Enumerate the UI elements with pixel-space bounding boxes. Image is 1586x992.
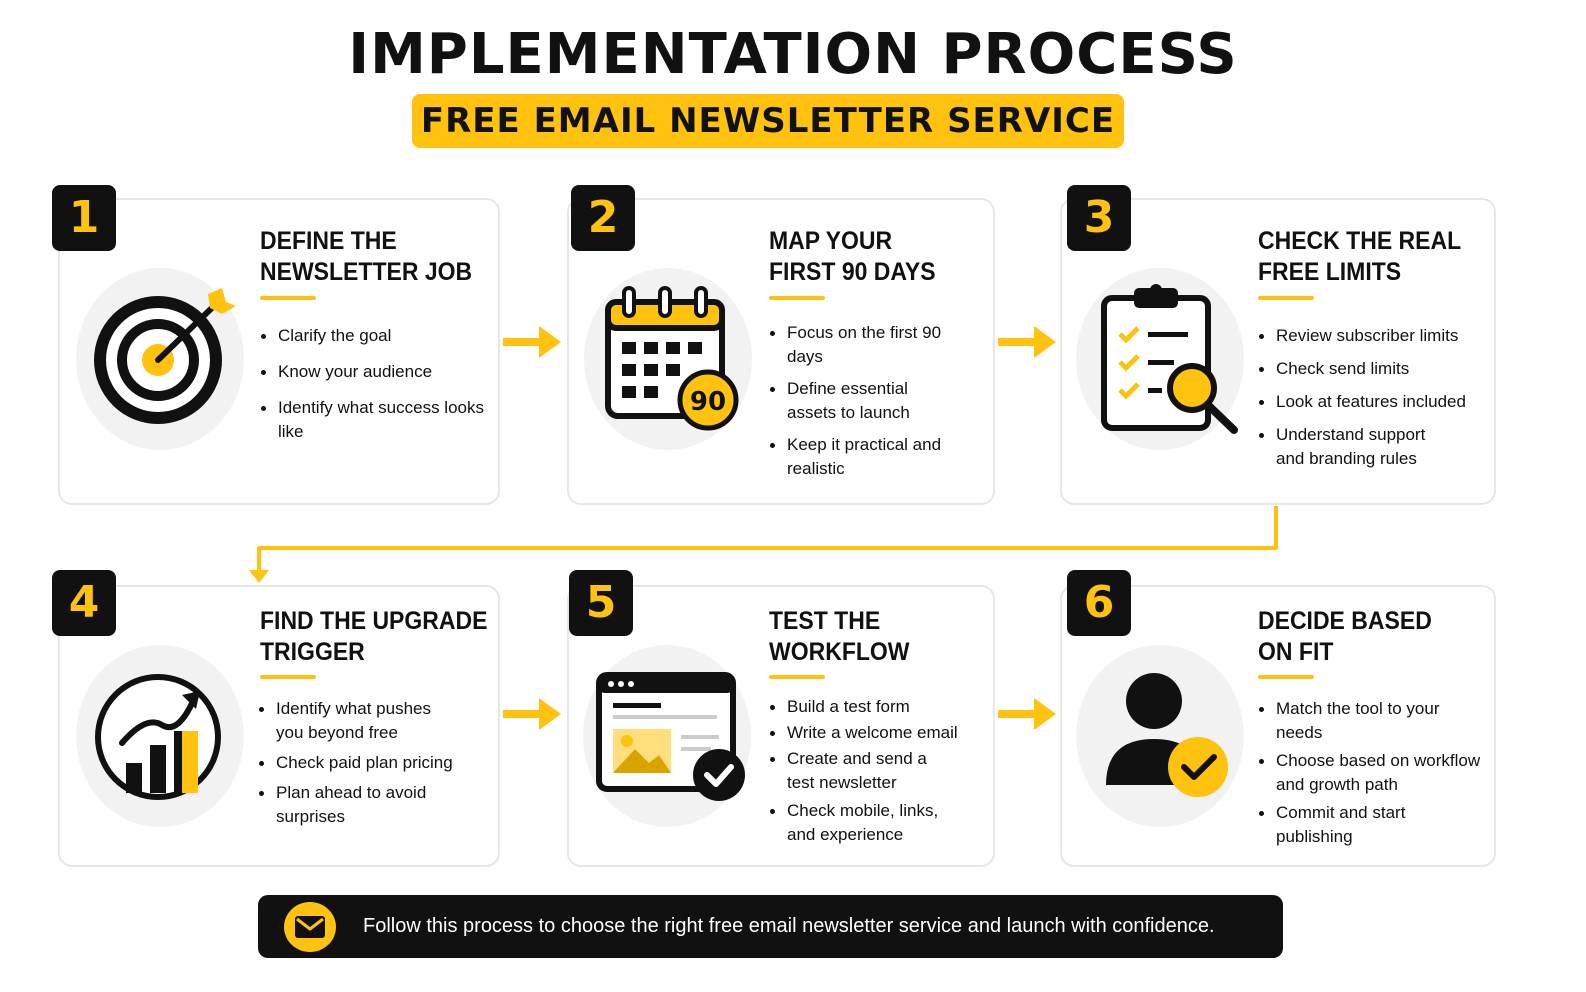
title-underline: [260, 296, 316, 300]
calendar-icon: 90: [584, 268, 752, 450]
title-underline: [1258, 675, 1314, 679]
bullet-item: Clarify the goal: [260, 324, 496, 348]
title-underline: [769, 675, 825, 679]
step-number-badge-2: 2: [571, 185, 635, 251]
bullet-item: Define essential assets to launch: [769, 377, 945, 425]
bullet-item: Create and send a test newsletter: [769, 747, 939, 795]
step-card-1: DEFINE THE NEWSLETTER JOB Clarify the go…: [58, 198, 500, 505]
step-number-badge-6: 6: [1067, 570, 1131, 636]
bullet-item: Match the tool to your needs: [1258, 697, 1458, 745]
step-title-1: DEFINE THE NEWSLETTER JOB: [260, 226, 472, 288]
bullet-item: Check mobile, links, and experience: [769, 799, 959, 847]
bullet-item: Focus on the first 90 days: [769, 321, 945, 369]
step-title-5-line-2: WORKFLOW: [769, 638, 910, 666]
user-check-icon: [1076, 645, 1244, 827]
step-title-1-line-2: NEWSLETTER JOB: [260, 258, 473, 286]
step-5-bullets: Build a test form Write a welcome email …: [769, 695, 984, 847]
step-card-6: DECIDE BASED ON FIT Match the tool to yo…: [1060, 585, 1496, 867]
step-card-3: CHECK THE REAL FREE LIMITS Review subscr…: [1060, 198, 1496, 505]
browser-check-icon: [583, 645, 751, 827]
footer-text: Follow this process to choose the right …: [363, 915, 1215, 937]
bullet-item: Identify what pushes you beyond free: [258, 697, 458, 745]
step-3-bullets: Review subscriber limits Check send limi…: [1258, 324, 1488, 471]
growth-chart-icon: [76, 645, 244, 827]
bullet-item: Identify what success looks like: [260, 396, 496, 444]
bullet-item: Choose based on workflow and growth path: [1258, 749, 1488, 797]
step-title-6-line-1: DECIDE BASED: [1258, 607, 1432, 635]
step-title-3: CHECK THE REAL FREE LIMITS: [1258, 226, 1470, 288]
step-title-4-line-1: FIND THE UPGRADE: [260, 607, 488, 635]
step-title-6: DECIDE BASED ON FIT: [1258, 606, 1470, 668]
bullet-item: Check paid plan pricing: [258, 751, 478, 775]
title-underline: [769, 296, 825, 300]
arrow-5-to-6: [998, 698, 1056, 730]
title-underline: [1258, 296, 1314, 300]
step-title-4-line-2: TRIGGER: [260, 638, 365, 666]
calendar-badge-text: 90: [690, 387, 726, 417]
step-1-bullets: Clarify the goal Know your audience Iden…: [260, 324, 496, 444]
step-number-badge-1: 1: [52, 185, 116, 251]
step-card-2: 90 MAP YOUR FIRST 90 DAYS Focus on the f…: [567, 198, 995, 505]
step-title-3-line-1: CHECK THE REAL: [1258, 227, 1462, 255]
step-4-bullets: Identify what pushes you beyond free Che…: [258, 697, 478, 829]
step-2-bullets: Focus on the first 90 days Define essent…: [769, 321, 945, 481]
envelope-icon: [284, 902, 336, 952]
step-number-badge-3: 3: [1067, 185, 1131, 251]
page-subtitle: FREE EMAIL NEWSLETTER SERVICE: [412, 94, 1124, 148]
bullet-item: Check send limits: [1258, 357, 1488, 381]
connector-arrow-3-to-4: [249, 506, 1278, 583]
target-icon: [76, 268, 244, 450]
bullet-item: Look at features included: [1258, 390, 1488, 414]
bullet-item: Review subscriber limits: [1258, 324, 1488, 348]
step-title-4: FIND THE UPGRADE TRIGGER: [260, 606, 488, 668]
step-card-4: FIND THE UPGRADE TRIGGER Identify what p…: [58, 585, 500, 867]
title-underline: [260, 675, 316, 679]
bullet-item: Build a test form: [769, 695, 984, 719]
bullet-item: Keep it practical and realistic: [769, 433, 945, 481]
step-title-2-line-1: MAP YOUR: [769, 227, 893, 255]
step-title-6-line-2: ON FIT: [1258, 638, 1334, 666]
clipboard-magnifier-icon: [1076, 268, 1244, 450]
bullet-item: Write a welcome email: [769, 721, 984, 745]
step-title-5-line-1: TEST THE: [769, 607, 881, 635]
arrow-4-to-5: [503, 698, 561, 730]
bullet-item: Commit and start publishing: [1258, 801, 1438, 849]
arrow-1-to-2: [503, 326, 561, 358]
step-title-2: MAP YOUR FIRST 90 DAYS: [769, 226, 981, 288]
bullet-item: Understand support and branding rules: [1258, 423, 1458, 471]
bullet-item: Plan ahead to avoid surprises: [258, 781, 458, 829]
footer-banner: Follow this process to choose the right …: [258, 895, 1283, 958]
page-title: IMPLEMENTATION PROCESS: [348, 22, 1238, 87]
step-6-bullets: Match the tool to your needs Choose base…: [1258, 697, 1488, 849]
step-title-3-line-2: FREE LIMITS: [1258, 258, 1402, 286]
step-title-5: TEST THE WORKFLOW: [769, 606, 981, 668]
bullet-item: Know your audience: [260, 360, 496, 384]
arrow-2-to-3: [998, 326, 1056, 358]
step-title-2-line-2: FIRST 90 DAYS: [769, 258, 936, 286]
step-number-badge-4: 4: [52, 570, 116, 636]
step-title-1-line-1: DEFINE THE: [260, 227, 397, 255]
step-card-5: TEST THE WORKFLOW Build a test form Writ…: [567, 585, 995, 867]
step-number-badge-5: 5: [569, 570, 633, 636]
